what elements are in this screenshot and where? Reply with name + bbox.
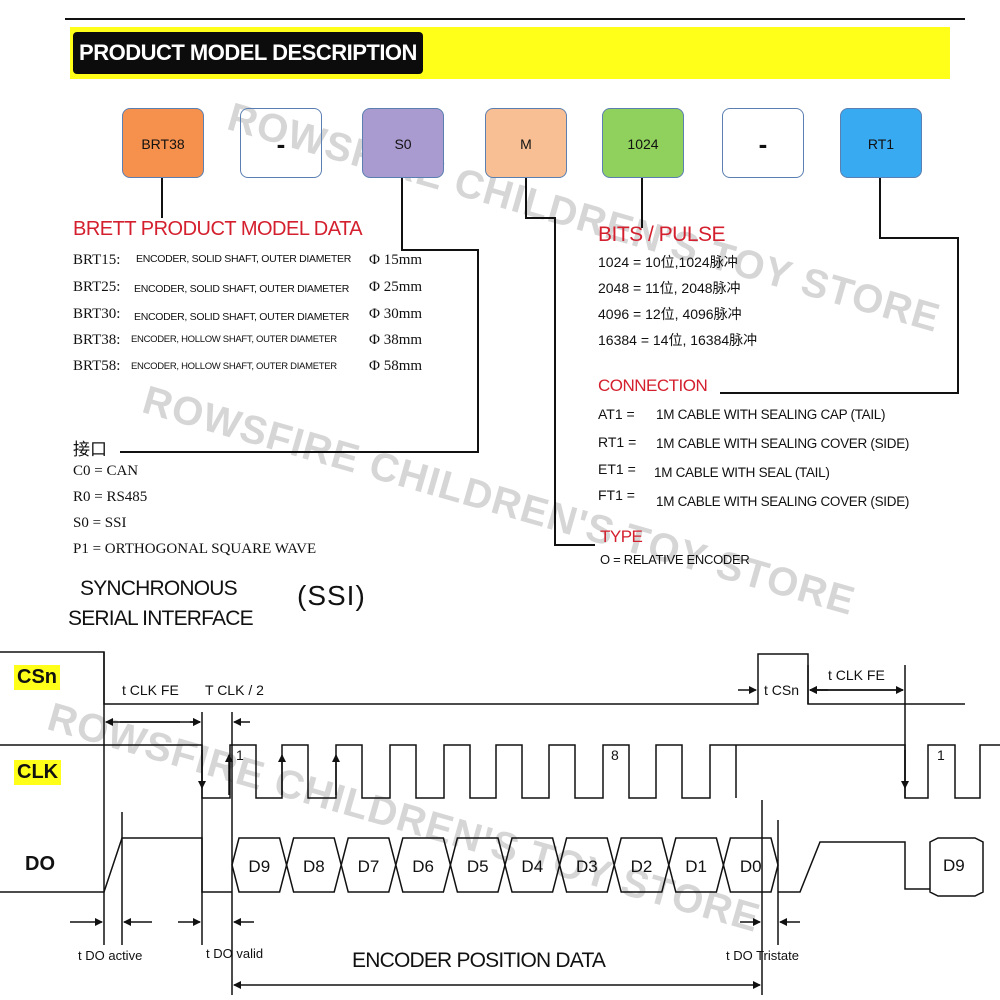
interface-title: 接口 <box>73 440 107 459</box>
model-box-interface: S0 <box>362 108 444 178</box>
product-diameter: Φ 25mm <box>369 279 423 295</box>
signal-label-clk: CLK <box>14 760 62 785</box>
connection-code: AT1 = <box>598 406 635 422</box>
do-bit-label: D6 <box>412 857 434 876</box>
product-desc: ENCODER, SOLID SHAFT, OUTER DIAMETER <box>134 283 349 295</box>
connection-title: CONNECTION <box>598 376 708 395</box>
label-t-clk-half: T CLK / 2 <box>205 682 264 698</box>
label-t-do-active: t DO active <box>78 948 142 963</box>
product-desc: ENCODER, SOLID SHAFT, OUTER DIAMETER <box>136 253 351 265</box>
do-bit-label: D8 <box>303 857 325 876</box>
model-box-type: M <box>485 108 567 178</box>
interface-row: P1 = ORTHOGONAL SQUARE WAVE <box>73 541 317 557</box>
bits-row: 4096 = 12位, 4096脉冲 <box>598 306 742 322</box>
product-diameter: Φ 58mm <box>369 358 423 374</box>
bits-title: BITS / PULSE <box>598 223 726 246</box>
product-code: BRT38: <box>73 332 121 348</box>
product-diameter: Φ 38mm <box>369 332 423 348</box>
bits-row: 1024 = 10位,1024脉冲 <box>598 254 738 270</box>
connection-desc: 1M CABLE WITH SEALING COVER (SIDE) <box>656 436 910 451</box>
connection-code: FT1 = <box>598 487 635 503</box>
product-diameter: Φ 30mm <box>369 306 423 322</box>
connection-desc: 1M CABLE WITH SEALING CAP (TAIL) <box>656 407 886 422</box>
signal-label-do: DO <box>25 853 55 875</box>
product-desc: ENCODER, SOLID SHAFT, OUTER DIAMETER <box>134 311 349 323</box>
do-waveform <box>0 837 232 893</box>
connector-lines <box>120 178 959 546</box>
product-code: BRT15: <box>73 252 121 268</box>
product-code: BRT25: <box>73 279 121 295</box>
interface-row: S0 = SSI <box>73 515 127 531</box>
interface-row: C0 = CAN <box>73 463 139 479</box>
do-bit-label: D0 <box>740 857 762 876</box>
connection-code: ET1 = <box>598 461 636 477</box>
do-bit-next-cell <box>929 837 984 897</box>
label-t-do-tristate: t DO Tristate <box>726 948 799 963</box>
do-bit-label: D9 <box>248 857 270 876</box>
do-tail <box>778 841 930 893</box>
product-desc: ENCODER, HOLLOW SHAFT, OUTER DIAMETER <box>131 361 337 372</box>
page-title: PRODUCT MODEL DESCRIPTION <box>73 32 423 74</box>
label-t-clk-fe: t CLK FE <box>122 682 179 698</box>
top-divider <box>65 18 965 20</box>
bits-row: 16384 = 14位, 16384脉冲 <box>598 332 758 348</box>
product-code: BRT30: <box>73 306 121 322</box>
model-box-dash: - <box>240 108 322 178</box>
connection-desc: 1M CABLE WITH SEALING COVER (SIDE) <box>656 494 910 509</box>
signal-label-csn: CSn <box>14 665 60 690</box>
do-bit-label: D3 <box>576 857 598 876</box>
model-box-bits: 1024 <box>602 108 684 178</box>
model-box-connection: RT1 <box>840 108 922 178</box>
do-bit-label: D4 <box>521 857 543 876</box>
do-bit-label: D1 <box>685 857 707 876</box>
model-box-series: BRT38 <box>122 108 204 178</box>
type-row-clip: O = RELATIVE ENCODER <box>600 552 830 565</box>
clk-pulse-label-1b: 1 <box>937 747 945 763</box>
clk-waveform <box>0 744 1000 799</box>
label-t-csn: t CSn <box>764 682 799 698</box>
label-encoder-position-data: ENCODER POSITION DATA <box>352 949 606 972</box>
do-bit-label: D2 <box>631 857 653 876</box>
ssi-timing-diagram: D9 D8 D7 D6 D5 D4 D3 D2 D1 D0 <box>0 651 1000 995</box>
ssi-line1: SYNCHRONOUS <box>80 577 238 600</box>
clk-pulse-label-8: 8 <box>611 747 619 763</box>
do-bit-label: D5 <box>467 857 489 876</box>
model-box-dash: - <box>722 108 804 178</box>
clk-pulse-label-1: 1 <box>236 747 244 763</box>
product-desc: ENCODER, HOLLOW SHAFT, OUTER DIAMETER <box>131 334 337 345</box>
type-title: TYPE <box>600 527 643 546</box>
do-bit-label: D7 <box>358 857 380 876</box>
product-code: BRT58: <box>73 358 121 374</box>
bits-row: 2048 = 11位, 2048脉冲 <box>598 280 741 296</box>
ssi-line2: SERIAL INTERFACE <box>68 607 254 630</box>
connection-desc: 1M CABLE WITH SEAL (TAIL) <box>654 465 830 480</box>
type-row: O = RELATIVE ENCODER <box>600 552 750 565</box>
product-data-title: BRETT PRODUCT MODEL DATA <box>73 218 363 240</box>
product-diameter: Φ 15mm <box>369 252 423 268</box>
interface-row: R0 = RS485 <box>73 489 148 505</box>
label-t-clk-fe-2: t CLK FE <box>828 667 885 683</box>
label-t-do-valid: t DO valid <box>206 946 263 961</box>
connection-code: RT1 = <box>598 434 637 450</box>
do-bit-next: D9 <box>943 856 965 875</box>
ssi-abbr: (SSI) <box>297 580 366 611</box>
